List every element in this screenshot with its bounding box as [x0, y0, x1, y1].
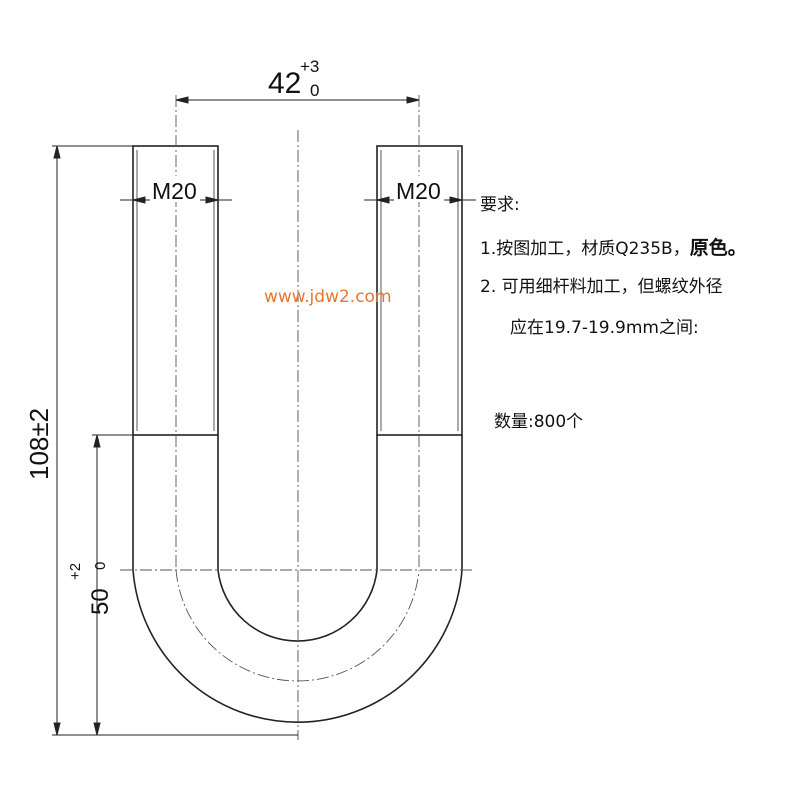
- u-bend-inner: [217, 435, 378, 642]
- left-thread-section: [132, 145, 219, 436]
- bend-tol-lower: 0: [92, 562, 109, 570]
- bend-dimension: [92, 434, 133, 736]
- thread-label-right: M20: [396, 178, 441, 204]
- requirement-1: 1.按图加工，材质Q235B，原色。: [480, 233, 747, 260]
- center-lines: [120, 95, 475, 740]
- right-thread-section: [376, 145, 463, 436]
- u-bend-outer: [132, 435, 463, 723]
- u-bolt-outline: [132, 145, 463, 723]
- requirement-1-text: 1.按图加工，材质Q235B，: [480, 239, 690, 259]
- height-value: 108±2: [24, 408, 54, 480]
- width-tol-lower: 0: [310, 81, 319, 100]
- bend-tol-upper: +2: [67, 563, 84, 580]
- width-tol-upper: +3: [300, 57, 319, 76]
- height-dimension: [52, 145, 298, 736]
- requirement-1-bold: 原色。: [689, 237, 747, 259]
- watermark: www.jdw2.com: [264, 287, 392, 307]
- quantity: 数量:800个: [494, 412, 584, 432]
- requirement-2-line2: 应在19.7-19.9mm之间:: [510, 318, 699, 338]
- bend-value: 50: [87, 588, 114, 615]
- width-value: 42: [268, 67, 301, 100]
- requirements-heading: 要求:: [480, 195, 520, 215]
- thread-lines: [136, 150, 459, 431]
- thread-label-left: M20: [152, 178, 197, 204]
- width-dimension: [175, 96, 420, 104]
- requirement-2-line1: 2. 可用细杆料加工，但螺纹外径: [480, 277, 723, 297]
